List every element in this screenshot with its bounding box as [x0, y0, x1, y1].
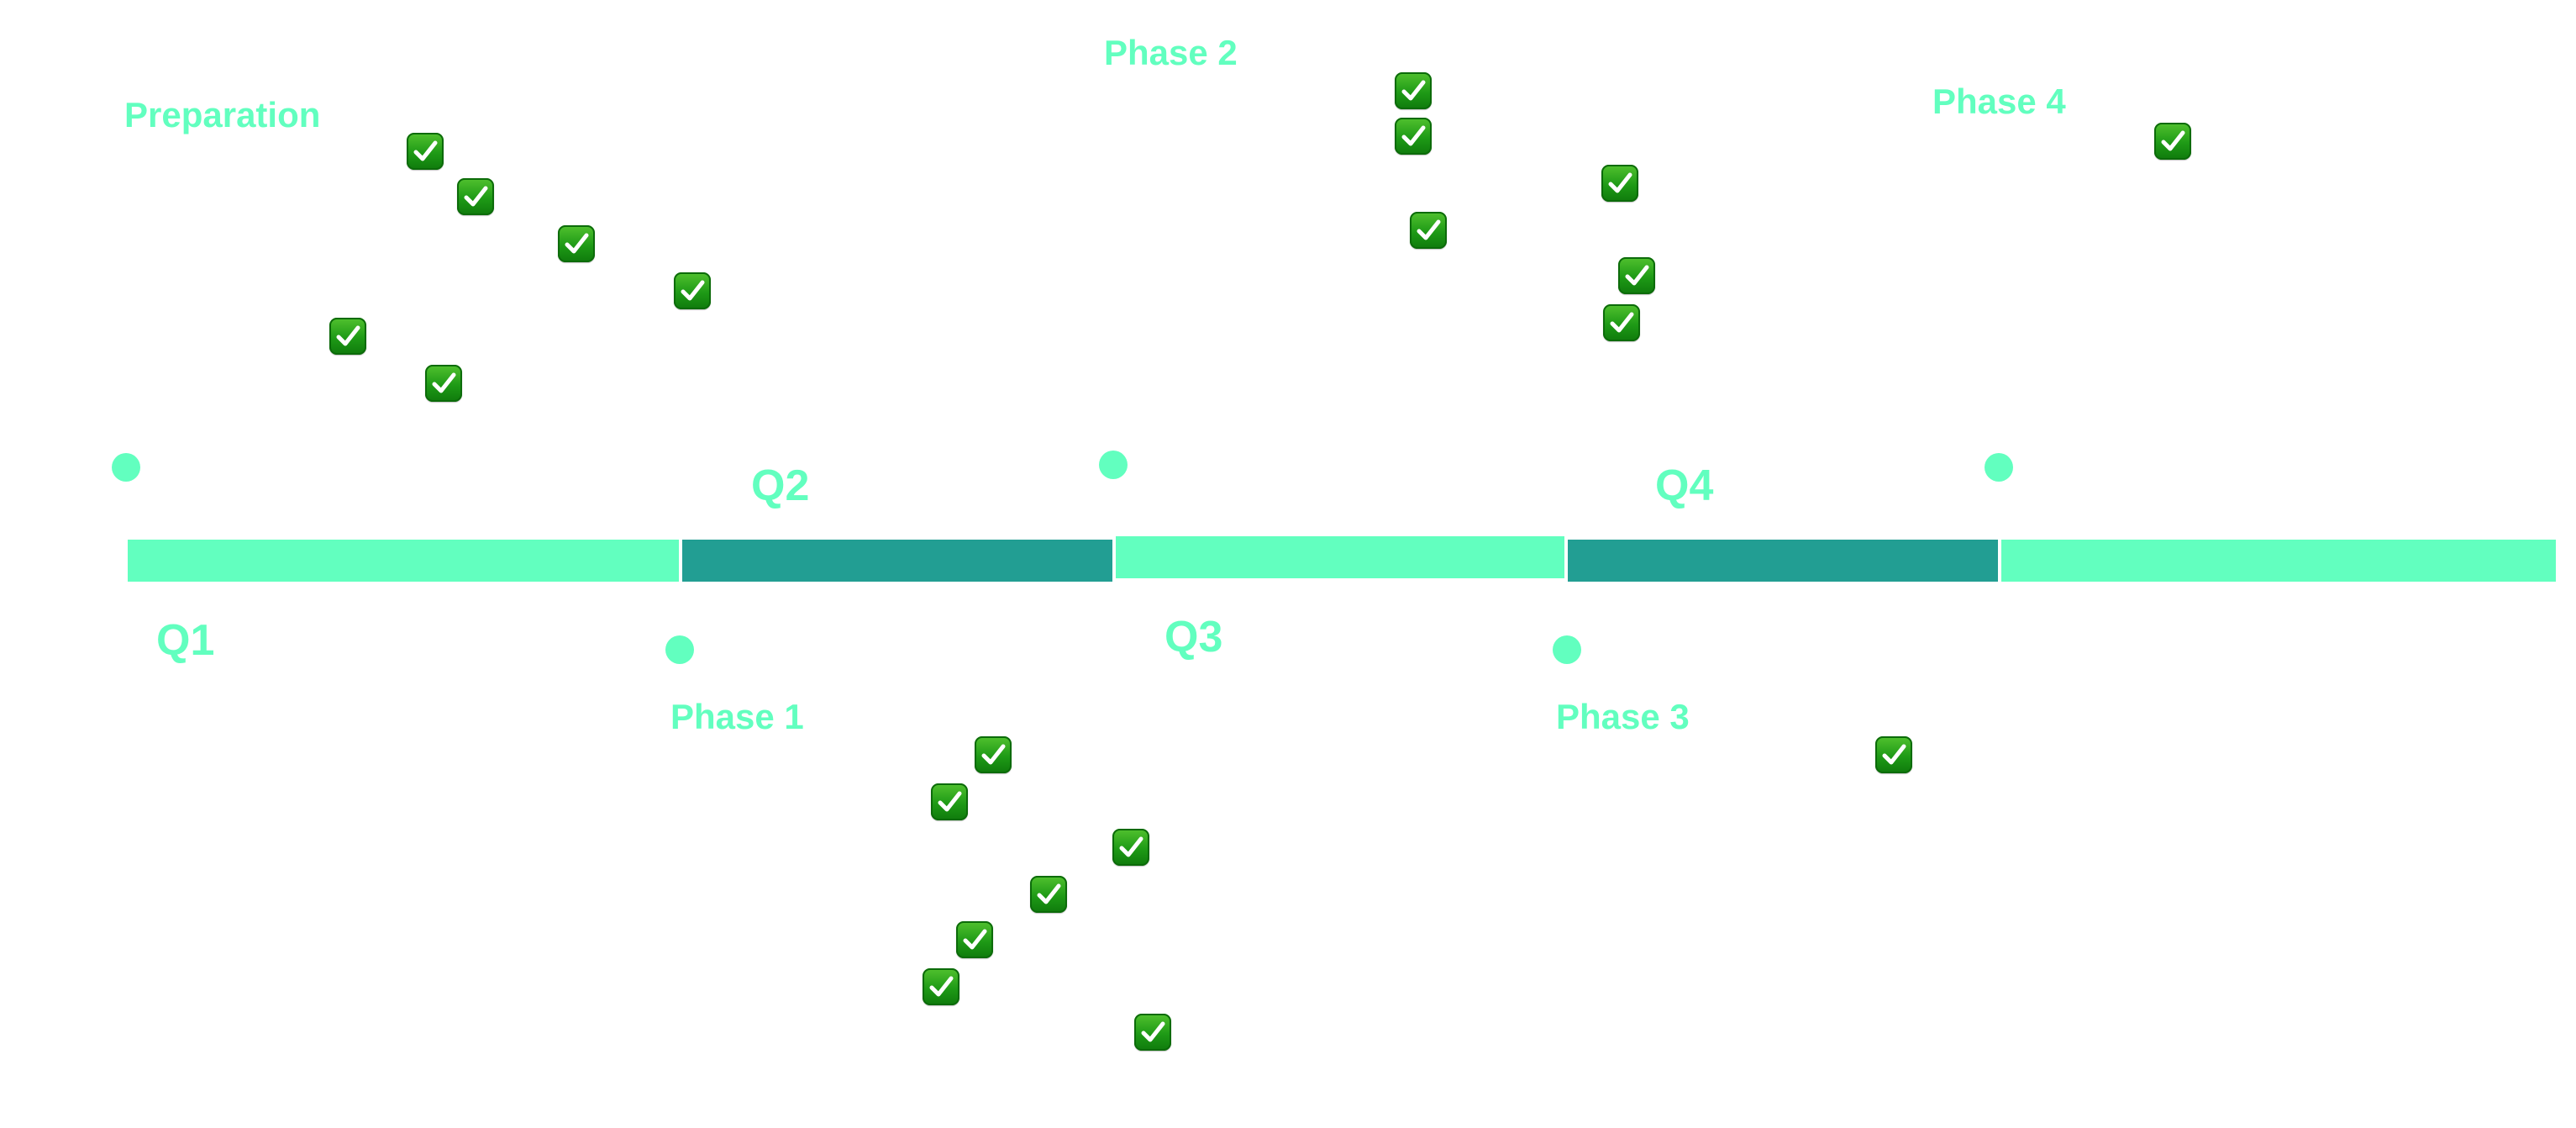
timeline-segment-5	[2001, 540, 2556, 582]
checkmark-box-icon	[1112, 829, 1149, 866]
milestone-dot-phase-4	[1985, 453, 2013, 482]
checkmark-glyph	[1401, 80, 1426, 101]
quarter-label-q4: Q4	[1655, 461, 1714, 510]
milestone-label-phase-1: Phase 1	[670, 697, 804, 736]
checkmark-glyph	[565, 233, 589, 254]
checkmark-box-icon	[2154, 123, 2191, 160]
checkmark-glyph	[1141, 1021, 1165, 1042]
checkmark-box-icon	[1601, 165, 1638, 202]
checkmark-box-icon	[931, 783, 968, 820]
milestone-label-phase-4: Phase 4	[1932, 82, 2066, 121]
milestone-label-preparation: Preparation	[124, 95, 321, 134]
timeline-segment-2	[682, 540, 1112, 582]
checkmark-box-icon	[558, 225, 595, 262]
quarter-label-q2: Q2	[751, 461, 810, 510]
checkmark-glyph	[1119, 836, 1143, 857]
checkmark-box-icon	[923, 968, 959, 1005]
checkmark-glyph	[981, 744, 1006, 765]
quarter-label-q3: Q3	[1164, 613, 1223, 662]
checkmark-box-icon	[975, 736, 1012, 773]
checkmark-box-icon	[1603, 304, 1640, 341]
checkmark-glyph	[938, 791, 962, 812]
checkmark-glyph	[963, 929, 987, 950]
checkmark-glyph	[336, 325, 360, 346]
checkmark-box-icon	[1618, 257, 1655, 294]
checkmark-box-icon	[329, 318, 366, 355]
milestone-dot-phase-3	[1553, 635, 1581, 664]
checkmark-box-icon	[956, 921, 993, 958]
checkmark-box-icon	[425, 365, 462, 402]
checkmark-glyph	[1625, 265, 1649, 286]
milestone-dot-phase-2	[1099, 451, 1128, 479]
checkmark-glyph	[1882, 744, 1906, 765]
checkmark-glyph	[432, 372, 456, 393]
timeline-segment-3	[1116, 536, 1564, 578]
milestone-dot-preparation	[112, 453, 140, 482]
checkmark-glyph	[1401, 125, 1426, 146]
checkmark-glyph	[929, 976, 954, 997]
timeline-segment-4	[1568, 540, 1998, 582]
checkmark-glyph	[681, 280, 705, 301]
milestone-dot-phase-1	[665, 635, 694, 664]
milestone-label-phase-3: Phase 3	[1556, 697, 1690, 736]
checkmark-box-icon	[457, 178, 494, 215]
checkmark-glyph	[1417, 219, 1441, 240]
checkmark-box-icon	[1875, 736, 1912, 773]
checkmark-box-icon	[674, 272, 711, 309]
milestone-label-phase-2: Phase 2	[1104, 33, 1238, 72]
checkmark-box-icon	[1395, 72, 1432, 109]
checkmark-box-icon	[1134, 1014, 1171, 1051]
checkmark-box-icon	[1410, 212, 1447, 249]
checkmark-glyph	[1037, 883, 1061, 904]
checkmark-box-icon	[1030, 876, 1067, 913]
checkmark-glyph	[1610, 312, 1634, 333]
checkmark-glyph	[413, 140, 438, 161]
quarter-label-q1: Q1	[156, 616, 215, 665]
checkmark-glyph	[1608, 172, 1632, 193]
checkmark-glyph	[464, 186, 488, 207]
checkmark-box-icon	[1395, 118, 1432, 155]
timeline-segment-1	[128, 540, 679, 582]
checkmark-box-icon	[407, 133, 444, 170]
checkmark-glyph	[2161, 130, 2185, 151]
